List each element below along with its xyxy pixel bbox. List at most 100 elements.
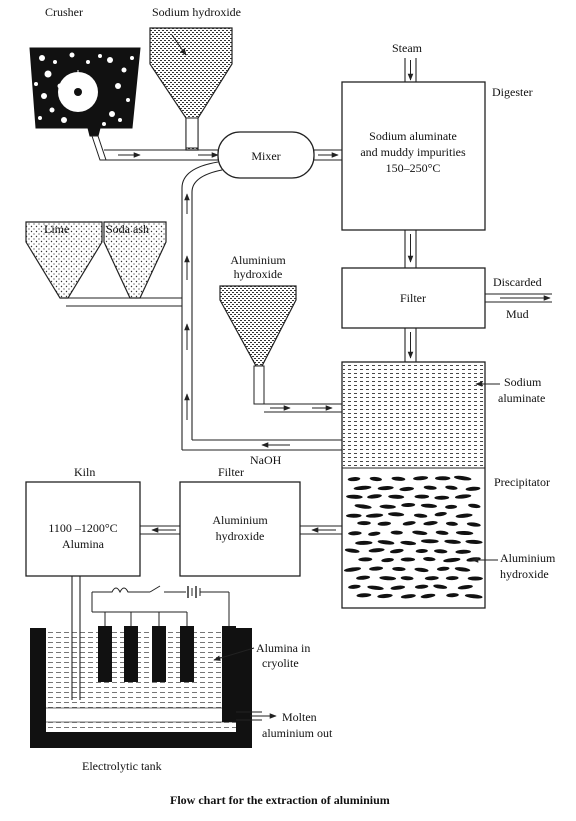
precipitate-flake xyxy=(415,548,428,554)
sodium-aluminate-label-line2: aluminate xyxy=(498,391,545,405)
precipitate-flake xyxy=(400,594,416,599)
precipitate-flake xyxy=(464,594,483,599)
steam-pipe xyxy=(404,58,417,82)
sodium-hydroxide-label: Sodium hydroxide xyxy=(152,5,241,19)
filter-to-kiln-pipe xyxy=(140,525,180,535)
precipitate-flake xyxy=(455,530,474,536)
precipitate-flake xyxy=(434,549,448,554)
precipitate-flake xyxy=(353,485,372,491)
naoh-recycle-pipe xyxy=(181,161,342,451)
precipitate-flake xyxy=(389,548,404,554)
precipitate-flake xyxy=(369,476,382,482)
precipitate-flake xyxy=(468,503,481,509)
precipitate-flake xyxy=(390,530,403,535)
precipitate-flake xyxy=(454,494,472,499)
lime-label: Lime xyxy=(44,222,69,236)
precipitate-flake xyxy=(399,486,414,492)
precipitate-flake xyxy=(444,539,461,544)
bottom-filter-content-line2: hydroxide xyxy=(216,529,265,543)
precipitate-flake xyxy=(365,513,384,518)
sodium-hydroxide-hopper xyxy=(149,27,233,151)
sodium-hydroxide-pointer-arrow xyxy=(171,34,187,56)
precipitate-flake xyxy=(423,521,438,526)
precipitate-flake xyxy=(423,557,436,562)
alumina-in-cryolite-label-line2: cryolite xyxy=(262,656,299,670)
precipitate-flake xyxy=(348,584,361,589)
mixer: Mixer xyxy=(217,131,315,179)
lime-soda-pipe xyxy=(60,297,182,307)
precipitator-to-filter-pipe xyxy=(300,525,342,535)
precipitate-flake xyxy=(423,485,437,490)
precipitate-flake xyxy=(443,557,461,563)
bottom-filter-label: Filter xyxy=(218,465,244,479)
anode-4 xyxy=(180,626,194,682)
bottom-filter: Aluminium hydroxide xyxy=(179,481,301,577)
precipitate-flake xyxy=(400,540,417,546)
mixer-to-digester-pipe xyxy=(314,149,342,161)
sodium-aluminate-label-line1: Sodium xyxy=(504,375,542,389)
steam-label: Steam xyxy=(392,41,423,55)
molten-aluminium-label-line2: aluminium out xyxy=(262,726,333,740)
mixer-label: Mixer xyxy=(251,149,280,163)
precipitate-flake xyxy=(356,593,372,598)
precipitate-flake xyxy=(377,521,391,526)
precipitate-flake xyxy=(343,567,362,572)
precipitate-flake xyxy=(357,521,371,526)
precipitate-flake xyxy=(388,494,405,499)
precipitate-flake xyxy=(368,548,385,553)
precipitate-flake xyxy=(445,485,458,490)
precipitate-flake xyxy=(354,504,372,509)
precipitate-flake xyxy=(434,511,447,517)
aluminium-hydroxide-precipitate-label-line1: Aluminium xyxy=(500,551,556,565)
precipitate-flake xyxy=(466,522,481,527)
precipitate-flake xyxy=(388,512,405,517)
precipitate-flake xyxy=(420,539,439,544)
digester-content-line1: Sodium aluminate xyxy=(369,129,457,143)
precipitate-flake xyxy=(445,504,458,509)
precipitate-flake xyxy=(369,566,384,571)
precipitate-flake xyxy=(390,585,406,590)
alumina-in-cryolite-label-line1: Alumina in xyxy=(256,641,310,655)
precipitate-flake xyxy=(346,494,363,499)
precipitator-label: Precipitator xyxy=(494,475,550,489)
precipitate-flake xyxy=(368,531,381,536)
precipitate-flake xyxy=(465,539,483,544)
bottom-filter-content-line1: Aluminium xyxy=(212,513,268,527)
digester-label: Digester xyxy=(492,85,533,99)
precipitate-flake xyxy=(457,584,473,590)
sodium-aluminate-layer xyxy=(343,363,484,467)
kiln: 1100 –1200°C Alumina xyxy=(25,481,141,577)
aluminium-hydroxide-hopper xyxy=(219,285,342,413)
naoh-label: NaOH xyxy=(250,453,282,467)
precipitate-flake xyxy=(391,476,406,481)
digester: Sodium aluminate and muddy impurities 15… xyxy=(341,81,486,231)
aluminium-hydroxide-hopper-label-line1: Aluminium xyxy=(230,253,286,267)
crusher-ore-particles xyxy=(34,52,134,126)
figure-caption: Flow chart for the extraction of alumini… xyxy=(170,793,390,807)
precipitate-flake xyxy=(445,521,458,526)
precipitate-flake xyxy=(467,576,483,581)
discarded-label: Discarded xyxy=(493,275,542,289)
precipitate-flake xyxy=(348,531,362,536)
precipitate-flake xyxy=(445,576,459,581)
precipitate-flake xyxy=(412,530,428,535)
precipitate-flake xyxy=(367,585,384,591)
electrolytic-tank-label: Electrolytic tank xyxy=(82,759,162,773)
precipitate-flake xyxy=(446,593,459,598)
precipitate-flake xyxy=(454,567,471,572)
precipitator xyxy=(341,361,486,609)
precipitate-flake xyxy=(420,503,437,508)
precipitate-flake xyxy=(435,476,451,481)
kiln-label: Kiln xyxy=(74,465,95,479)
precipitate-flake xyxy=(379,504,396,509)
precipitate-flake xyxy=(465,486,481,491)
aluminium-hydroxide-precipitate xyxy=(343,475,483,599)
precipitate-flake xyxy=(347,477,361,482)
precipitate-flake xyxy=(435,530,449,535)
precipitate-flake xyxy=(414,584,429,589)
precipitate-flake xyxy=(377,540,395,545)
precipitate-flake xyxy=(453,475,472,481)
crusher-label: Crusher xyxy=(45,5,83,19)
precipitate-flake xyxy=(377,593,393,599)
